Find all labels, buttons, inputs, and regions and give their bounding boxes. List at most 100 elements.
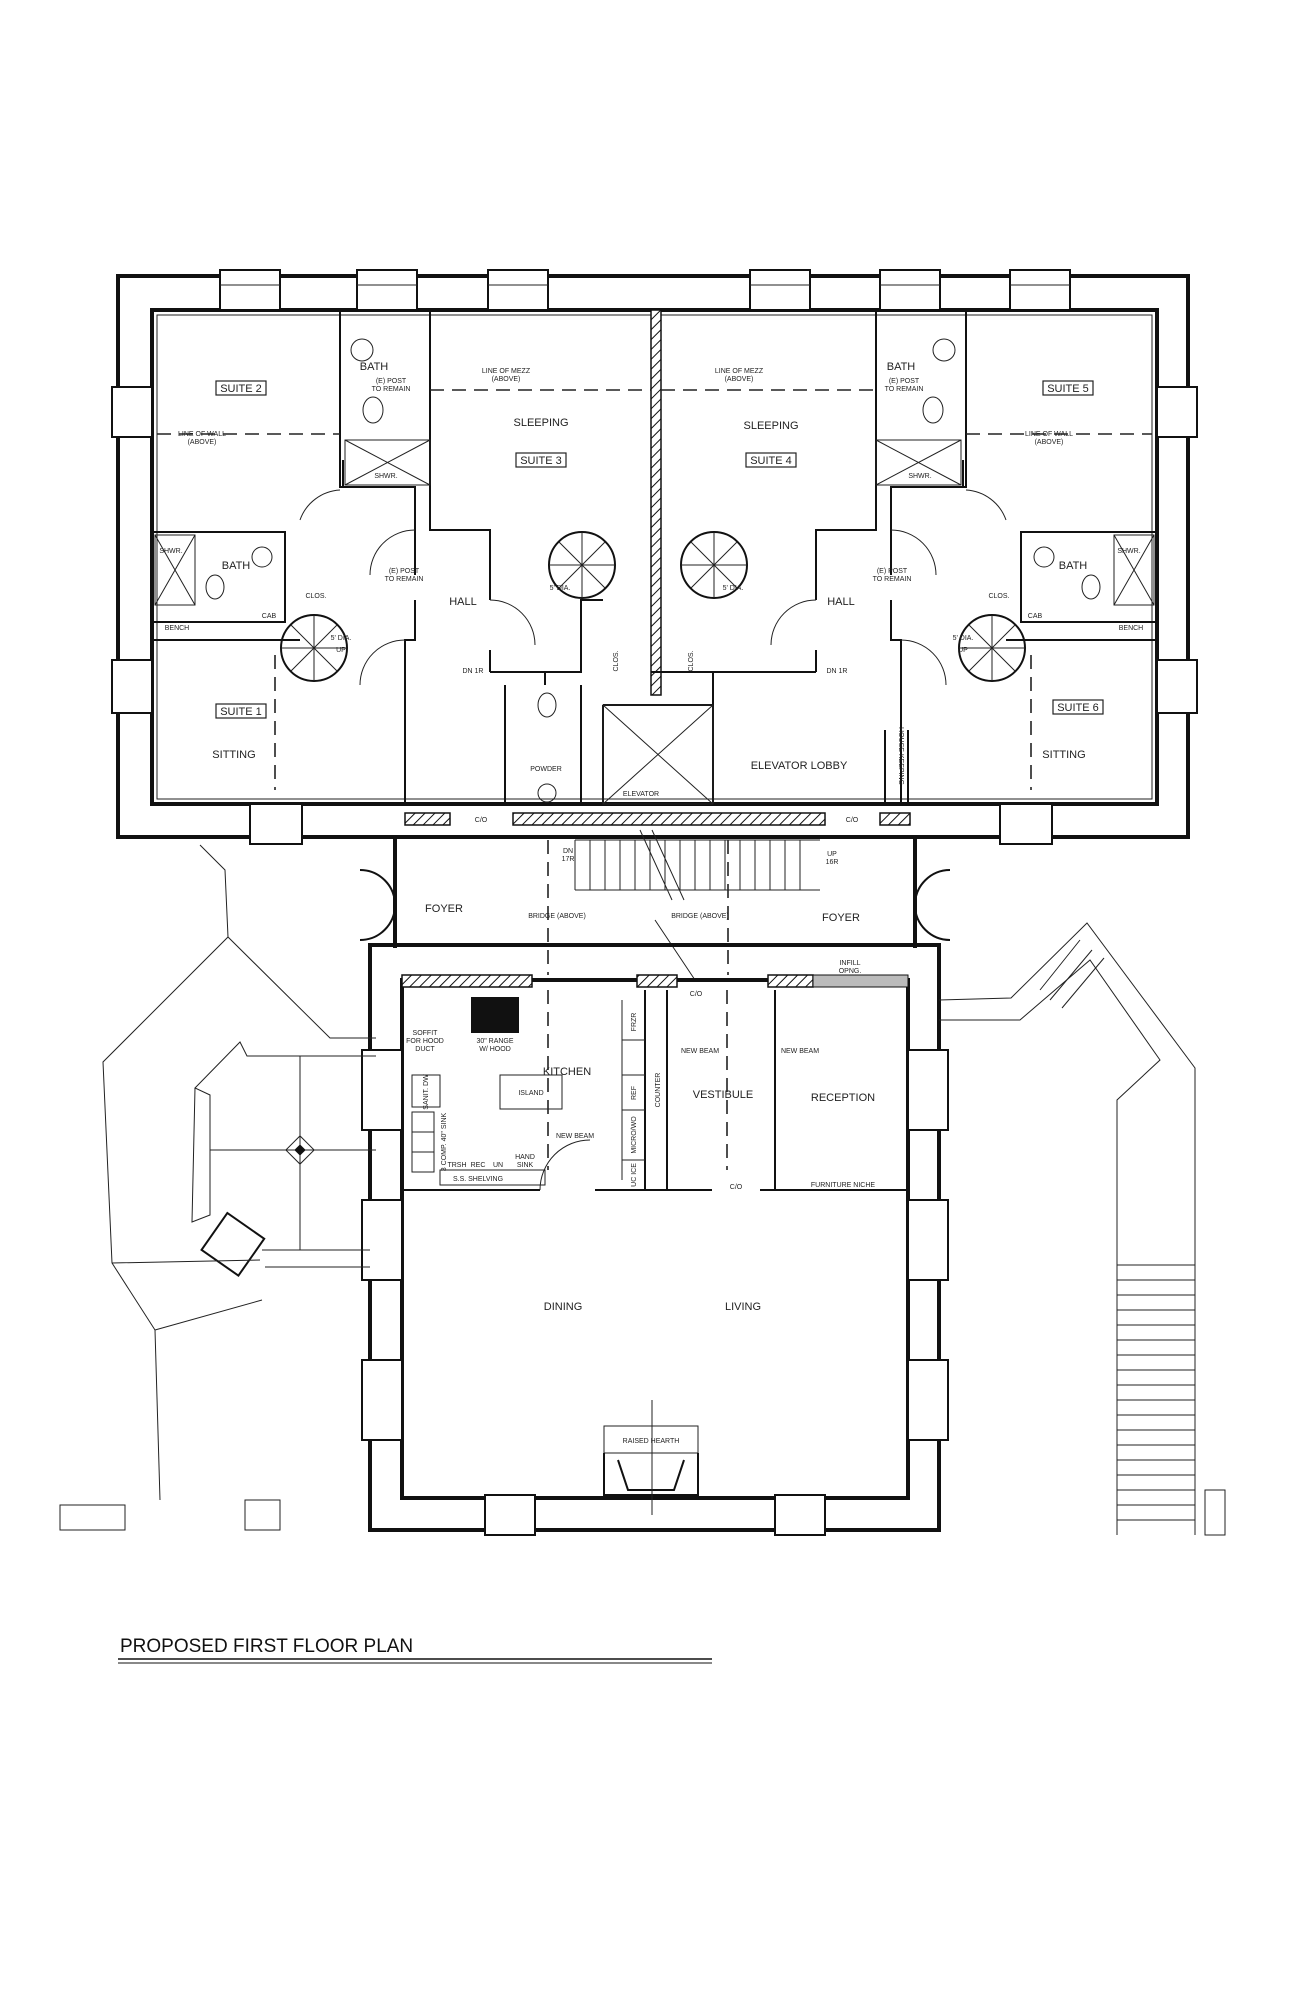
note-cab: CAB xyxy=(1028,613,1043,620)
windows-top xyxy=(111,269,1198,845)
label-housekeeping: HOUSE KEEPING xyxy=(897,727,904,785)
label-suite-2: SUITE 2 xyxy=(220,383,262,395)
note-post: (E) POST xyxy=(389,568,420,575)
note-line-of-mezz: LINE OF MEZZ xyxy=(482,368,531,375)
note-dn-1r: DN 1R xyxy=(462,668,483,675)
label-powder: POWDER xyxy=(530,766,562,773)
note-cased-opening: C/O xyxy=(690,991,703,998)
note-dia: 5' DIA. xyxy=(331,635,352,642)
note-post: TO REMAIN xyxy=(873,576,912,583)
label-foyer-left: FOYER xyxy=(425,903,463,915)
note-line-of-wall: LINE OF WALL xyxy=(1025,431,1073,438)
note-dn-1r: DN 1R xyxy=(826,668,847,675)
label-bath-4: BATH xyxy=(887,361,916,373)
note-range: W/ HOOD xyxy=(479,1046,511,1053)
note-new-beam: NEW BEAM xyxy=(681,1048,719,1055)
party-wall xyxy=(650,309,662,696)
note-sanit-dw: SANIT. DW xyxy=(423,1074,430,1110)
note-cased-opening: C/O xyxy=(730,1184,743,1191)
elevator-x xyxy=(602,704,714,805)
note-bench: BENCH xyxy=(1119,625,1144,632)
lower-wing-walls xyxy=(361,943,949,1536)
note-bench: BENCH xyxy=(165,625,190,632)
note-line-of-mezz: LINE OF MEZZ xyxy=(715,368,764,375)
label-elevator-lobby: ELEVATOR LOBBY xyxy=(751,760,848,772)
note-infill: OPNG. xyxy=(839,968,862,975)
note-rec: REC xyxy=(471,1162,486,1169)
note-closet: CLOS. xyxy=(988,593,1009,600)
note-freezer: FRZR xyxy=(631,1013,638,1032)
note-shower: SHWR. xyxy=(908,473,931,480)
note-bridge: BRIDGE (ABOVE) xyxy=(528,913,586,920)
label-hall-left: HALL xyxy=(449,596,477,608)
note-island: ISLAND xyxy=(518,1090,543,1097)
main-stair xyxy=(574,829,820,981)
label-dining: DINING xyxy=(544,1301,583,1313)
note-new-beam: NEW BEAM xyxy=(556,1133,594,1140)
upper-wing-walls xyxy=(111,269,1198,845)
note-cased-opening: C/O xyxy=(846,817,859,824)
label-vestibule: VESTIBULE xyxy=(693,1089,754,1101)
note-closet: CLOS. xyxy=(305,593,326,600)
label-suite-4: SUITE 4 xyxy=(750,455,792,467)
note-soffit: SOFFIT xyxy=(413,1030,439,1037)
spiral-stairs xyxy=(280,531,1026,682)
drawing-title: PROPOSED FIRST FLOOR PLAN xyxy=(120,1636,413,1657)
note-closet: CLOS. xyxy=(688,650,695,671)
label-suite-6: SUITE 6 xyxy=(1057,702,1099,714)
note-dia: 5' DIA. xyxy=(550,585,571,592)
note-post: (E) POST xyxy=(376,378,407,385)
label-sleeping-3: SLEEPING xyxy=(513,417,568,429)
note-above: (ABOVE) xyxy=(725,376,754,383)
label-elevator: ELEVATOR xyxy=(623,791,659,798)
note-ice: UC ICE xyxy=(631,1163,638,1187)
range-icon xyxy=(471,997,519,1033)
note-stair-up: UP xyxy=(827,851,837,858)
label-sitting-1: SITTING xyxy=(212,749,255,761)
note-new-beam: NEW BEAM xyxy=(781,1048,819,1055)
foyer-walls xyxy=(359,812,951,1170)
note-raised-hearth: RAISED HEARTH xyxy=(623,1438,680,1445)
note-micro: MICRO/WO xyxy=(631,1116,638,1154)
note-un: UN xyxy=(493,1162,503,1169)
note-stair-up: 16R xyxy=(826,859,839,866)
label-kitchen: KITCHEN xyxy=(543,1066,591,1078)
note-cased-opening: C/O xyxy=(475,817,488,824)
note-up: UP xyxy=(958,647,968,654)
door-swings xyxy=(299,489,1007,686)
note-above: (ABOVE) xyxy=(188,439,217,446)
label-bath-3: BATH xyxy=(360,361,389,373)
note-up: UP xyxy=(336,647,346,654)
note-soffit: FOR HOOD xyxy=(406,1038,444,1045)
label-reception: RECEPTION xyxy=(811,1092,875,1104)
note-cab: CAB xyxy=(262,613,277,620)
note-post: TO REMAIN xyxy=(885,386,924,393)
note-stair-dn: DN xyxy=(563,848,573,855)
note-bridge: BRIDGE (ABOVE) xyxy=(671,913,729,920)
note-infill: INFILL xyxy=(839,960,860,967)
note-shower: SHWR. xyxy=(159,548,182,555)
right-exterior-stairs xyxy=(938,922,1226,1536)
label-bath-1: BATH xyxy=(222,560,251,572)
note-post: TO REMAIN xyxy=(385,576,424,583)
label-living: LIVING xyxy=(725,1301,761,1313)
note-above: (ABOVE) xyxy=(492,376,521,383)
note-trash: TRSH xyxy=(447,1162,466,1169)
label-suite-1: SUITE 1 xyxy=(220,706,262,718)
note-shower: SHWR. xyxy=(374,473,397,480)
note-sink: 3 COMP. 40" SINK xyxy=(441,1112,448,1171)
room-labels: SUITE 2 SUITE 3 SUITE 4 SUITE 5 SUITE 1 … xyxy=(159,361,1143,1445)
note-counter: COUNTER xyxy=(655,1073,662,1108)
label-suite-5: SUITE 5 xyxy=(1047,383,1089,395)
note-post: TO REMAIN xyxy=(372,386,411,393)
label-suite-3: SUITE 3 xyxy=(520,455,562,467)
label-sitting-6: SITTING xyxy=(1042,749,1085,761)
fixtures xyxy=(154,338,1155,803)
label-foyer-right: FOYER xyxy=(822,912,860,924)
note-shower: SHWR. xyxy=(1117,548,1140,555)
note-ref: REF xyxy=(631,1086,638,1100)
note-hand-sink: SINK xyxy=(517,1162,534,1169)
note-closet: CLOS. xyxy=(613,650,620,671)
island xyxy=(499,1074,563,1110)
